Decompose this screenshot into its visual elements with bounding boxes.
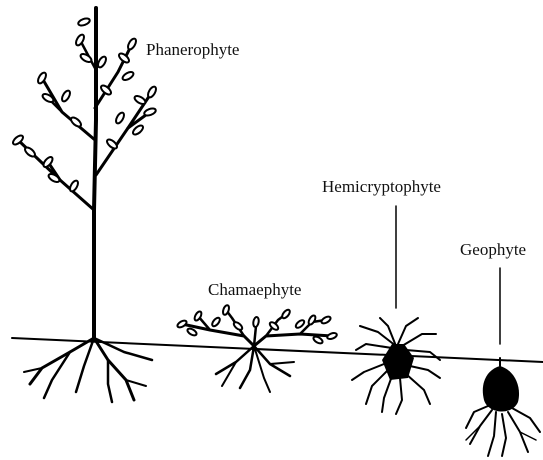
label-chamaephyte: Chamaephyte [208,280,301,299]
label-phanerophyte: Phanerophyte [146,40,239,59]
chamaephyte-leaves [176,304,337,344]
label-hemicryptophyte: Hemicryptophyte [322,177,441,196]
phanerophyte-leaves [11,17,157,193]
phanerophyte-roots [24,338,152,402]
chamaephyte-plant [176,304,337,392]
chamaephyte-roots [216,346,294,392]
label-geophyte: Geophyte [460,240,526,259]
hemicryptophyte-plant [352,206,440,414]
